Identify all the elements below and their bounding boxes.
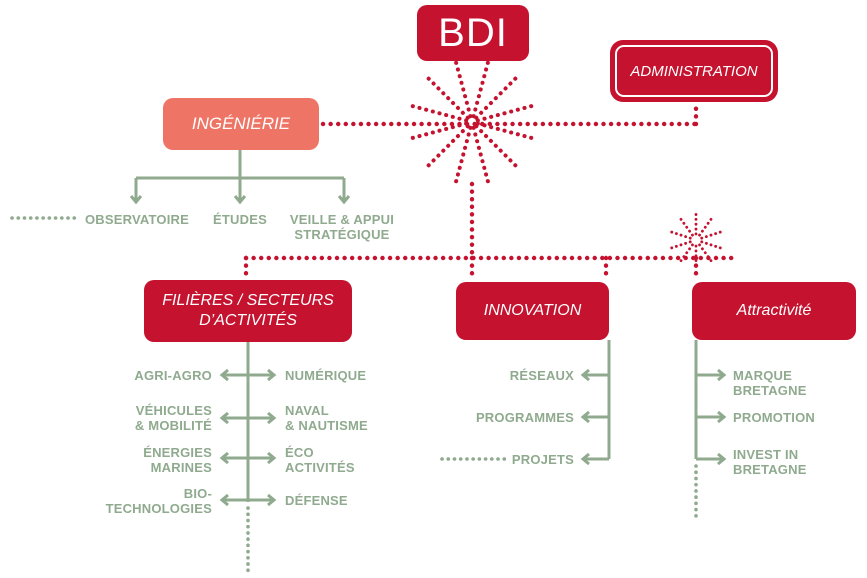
starburst-attractivite-ray — [700, 229, 725, 240]
starburst-attractivite-ray — [678, 215, 694, 237]
starburst-attractivite-ray — [700, 240, 725, 251]
arrow-veille — [337, 195, 351, 205]
arrow-fil-left-3 — [219, 493, 229, 507]
arrow-att-1 — [717, 410, 727, 424]
label-observatoire: OBSERVATOIRE — [85, 212, 190, 227]
starburst-bdi-ray — [474, 76, 518, 120]
arrow-inn-2 — [580, 452, 590, 466]
arrow-fil-right-3 — [267, 493, 277, 507]
arrow-att-2 — [717, 452, 727, 466]
label-promotion: PROMOTION — [733, 410, 815, 425]
starburst-bdi-ray — [426, 76, 470, 120]
node-attractivite: Attractivité — [692, 282, 856, 340]
starburst-attractivite-ray — [698, 215, 714, 237]
starburst-bdi-ray — [426, 124, 470, 168]
node-ingenierie: INGÉNIÉRIE — [163, 98, 319, 150]
label-numerique: NUMÉRIQUE — [285, 368, 367, 383]
arrow-inn-0 — [580, 368, 590, 382]
starburst-bdi-ray — [474, 124, 518, 168]
label-defense: DÉFENSE — [285, 493, 348, 508]
label-biotechnologies: BIO- TECHNOLOGIES — [105, 486, 212, 516]
node-attractivite-label: Attractivité — [736, 302, 812, 319]
label-agri-agro: AGRI-AGRO — [134, 368, 212, 383]
node-ingenierie-label: INGÉNIÉRIE — [191, 114, 291, 133]
arrow-fil-left-1 — [219, 411, 229, 425]
node-administration-label: ADMINISTRATION — [630, 62, 758, 80]
label-marque-bretagne: MARQUE BRETAGNE — [733, 368, 807, 398]
label-veille: VEILLE & APPUI STRATÉGIQUE — [289, 212, 395, 242]
starburst-bdi-ray — [471, 125, 491, 184]
node-innovation: INNOVATION — [456, 282, 609, 340]
node-innovation-label: INNOVATION — [483, 302, 582, 319]
arrow-observatoire — [129, 195, 143, 205]
arrow-fil-left-0 — [219, 368, 229, 382]
node-administration: ADMINISTRATION — [610, 40, 778, 102]
label-programmes: PROGRAMMES — [475, 410, 574, 425]
label-eco-activites: ÉCO ACTIVITÉS — [285, 445, 355, 475]
arrow-fil-right-0 — [267, 368, 277, 382]
starburst-bdi-ray — [410, 121, 469, 141]
arrow-fil-left-2 — [219, 451, 229, 465]
starburst-attractivite-ray — [698, 243, 714, 265]
arrow-fil-right-2 — [267, 451, 277, 465]
label-vehicules-mobilite: VÉHICULES & MOBILITÉ — [134, 403, 212, 433]
node-bdi: BDI — [417, 5, 529, 61]
starburst-attractivite-ray — [667, 229, 692, 240]
starburst-bdi-ray — [475, 103, 534, 123]
starburst-attractivite-ray — [678, 243, 694, 265]
node-filieres-label-2: D’ACTIVITÉS — [199, 312, 297, 329]
starburst-bdi-ray — [410, 103, 469, 123]
starburst-bdi-ray — [453, 60, 473, 119]
arrow-fil-right-1 — [267, 411, 277, 425]
label-etudes: ÉTUDES — [213, 212, 267, 227]
label-reseaux: RÉSEAUX — [509, 368, 574, 383]
node-filieres: FILIÈRES / SECTEURS D’ACTIVITÉS — [144, 280, 352, 342]
arrow-inn-1 — [580, 410, 590, 424]
starburst-bdi-ray — [475, 121, 534, 141]
label-projets: PROJETS — [511, 452, 574, 467]
starburst-bdi-ray — [471, 60, 491, 119]
label-naval-nautisme: NAVAL & NAUTISME — [285, 403, 368, 433]
starburst-attractivite-ray — [667, 240, 692, 251]
label-energies-marines: ÉNERGIES MARINES — [143, 445, 212, 475]
starburst-bdi-ray — [453, 125, 473, 184]
node-filieres-label-1: FILIÈRES / SECTEURS — [162, 292, 334, 309]
arrow-etudes — [233, 195, 247, 205]
node-bdi-label: BDI — [438, 10, 508, 55]
arrow-att-0 — [717, 368, 727, 382]
label-invest-bretagne: INVEST IN BRETAGNE — [733, 447, 807, 477]
node-administration-inner — [615, 45, 773, 97]
